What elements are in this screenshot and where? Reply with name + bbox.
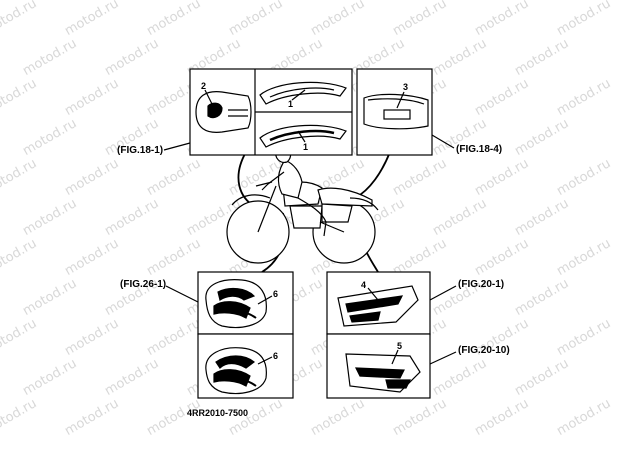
- leader-6b: [257, 356, 273, 365]
- fig-18-1-label: (FIG.18-1): [117, 145, 164, 156]
- leader-6a: [257, 295, 273, 305]
- rider-leg: [297, 197, 327, 237]
- front-fork: [257, 185, 277, 233]
- rear-fender: [349, 197, 379, 211]
- tank-cap: [207, 102, 223, 119]
- leader-3: [396, 91, 405, 109]
- front-fender: [231, 194, 271, 206]
- fig-20-panel: [326, 271, 457, 399]
- seat: [317, 187, 373, 207]
- rider-arm: [261, 171, 285, 191]
- fig-18-4-label: (FIG.18-4): [456, 144, 503, 155]
- callout-1-lower: 1: [303, 142, 308, 152]
- seat-decal: [383, 109, 411, 120]
- fig-18-4-panel: [356, 68, 455, 156]
- part-code: 4RR2010-7500: [187, 408, 249, 418]
- engine: [289, 205, 323, 229]
- handlebar: [255, 181, 273, 187]
- leader-fig-20-1: [429, 285, 457, 301]
- leader-fig-26-1: [165, 285, 199, 303]
- callout-3: 3: [403, 82, 408, 92]
- callout-6-upper: 6: [273, 289, 278, 299]
- fig-26-1-panel: [165, 271, 294, 399]
- swingarm: [319, 221, 345, 233]
- leader-2: [204, 89, 213, 105]
- leader-4: [367, 287, 379, 301]
- side-cover: [321, 203, 353, 223]
- tank-top-view: [195, 91, 252, 133]
- leader-fig-18-4: [431, 134, 455, 149]
- leader-1b: [297, 130, 306, 143]
- connector-18-4: [354, 151, 391, 199]
- leader-fig-18-1: [163, 142, 191, 151]
- callout-5: 5: [397, 341, 402, 351]
- callout-numbers: 1 1 2 3 4 5 6 6: [201, 81, 408, 361]
- callout-6-lower: 6: [273, 351, 278, 361]
- motorcycle-illustration: [226, 145, 379, 264]
- fig-26-1-label: (FIG.26-1): [120, 279, 167, 290]
- leader-fig-20-10: [429, 351, 457, 365]
- callout-1-upper: 1: [288, 99, 293, 109]
- fig-20-10-label: (FIG.20-10): [458, 345, 510, 356]
- callout-4: 4: [361, 280, 366, 290]
- leader-5: [391, 349, 399, 365]
- fig-18-1-panel: [163, 68, 353, 156]
- leader-1a: [291, 89, 306, 101]
- rider-torso: [277, 159, 303, 199]
- fig-20-1-label: (FIG.20-1): [458, 279, 505, 290]
- callout-2: 2: [201, 81, 206, 91]
